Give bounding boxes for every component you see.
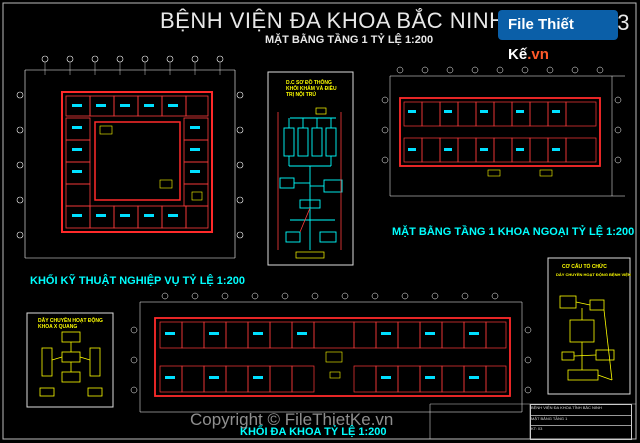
diagram-center-title: D.C SƠ ĐỒ THÔNG KHỐI KHÁM VÀ ĐIỀU TRỊ NỘ… bbox=[286, 80, 337, 98]
plan-left bbox=[16, 55, 244, 259]
title-block: BỆNH VIỆN ĐA KHOA TỈNH BẮC NINH MẶT BẰNG… bbox=[530, 404, 632, 440]
logo-text: File Thiết Kế bbox=[508, 16, 574, 63]
copyright-watermark: Copyright © FileThietKe.vn bbox=[190, 410, 394, 429]
diagram-right-bottom bbox=[547, 257, 631, 395]
plan-left-title: KHỐI KỸ THUẬT NGHIỆP VỤ TỶ LỆ 1:200 bbox=[30, 275, 245, 287]
title-block-row: MẶT BẰNG TẦNG 1 bbox=[531, 415, 631, 424]
drawing-title: BỆNH VIỆN ĐA KHOA BẮC NINH bbox=[160, 8, 506, 33]
diagram-center bbox=[267, 71, 354, 266]
plan-right bbox=[381, 66, 625, 197]
plan-bottom bbox=[130, 292, 532, 413]
title-block-row: KT: 03 bbox=[531, 425, 631, 434]
drawing-subtitle: MẶT BẰNG TẦNG 1 TỶ LỆ 1:200 bbox=[265, 34, 434, 46]
logo-suffix: .vn bbox=[527, 46, 549, 63]
site-logo[interactable]: File Thiết Kế.vn bbox=[498, 10, 618, 63]
diagram-left-title: DÂY CHUYỀN HOẠT ĐỘNG KHOA X QUANG bbox=[38, 318, 103, 330]
diagram-left-bottom bbox=[26, 312, 114, 408]
plan-bottom-title: KHỐI ĐA KHOA TỶ LỆ 1:200 bbox=[240, 426, 387, 438]
diagram-right-title-2: DÂY CHUYỀN HOẠT ĐỘNG BỆNH VIỆN bbox=[556, 272, 631, 277]
diagram-right-title-1: CƠ CẤU TỔ CHỨC bbox=[562, 264, 607, 270]
plan-right-title: MẶT BẰNG TẦNG 1 KHOA NGOẠI TỶ LỆ 1:200 bbox=[392, 226, 635, 238]
title-block-row: BỆNH VIỆN ĐA KHOA TỈNH BẮC NINH bbox=[531, 405, 602, 410]
